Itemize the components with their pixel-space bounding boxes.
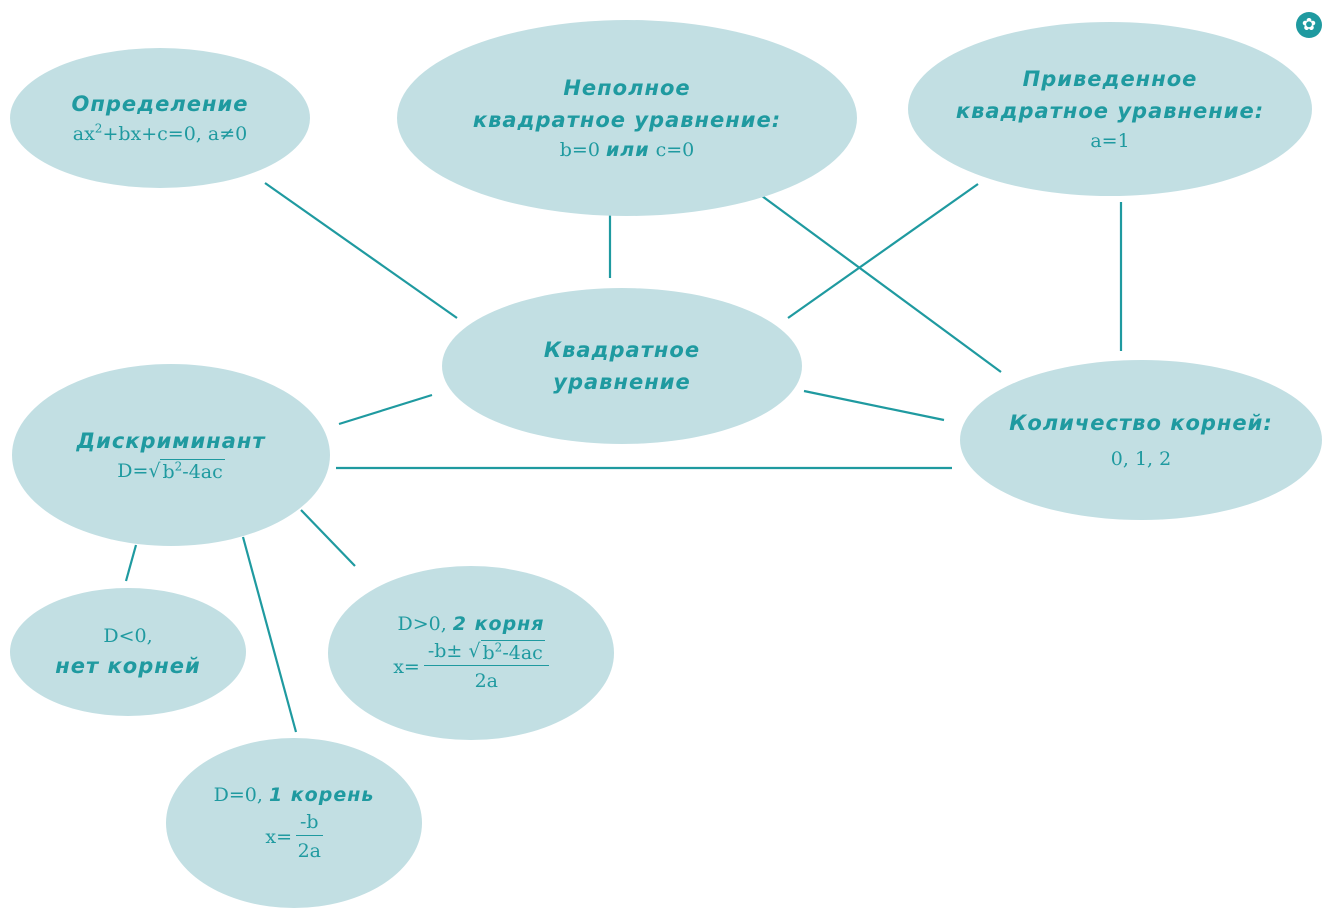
node-definition-title: Определение (71, 92, 249, 116)
node-roots-count: Количество корней: 0, 1, 2 (960, 360, 1322, 520)
node-d-zero-formula: x= -b 2a (265, 809, 323, 866)
node-d-negative-result: нет корней (55, 654, 201, 678)
connector-discriminant-zero (241, 536, 298, 733)
connector-discriminant-negative (124, 544, 138, 582)
node-discriminant-title: Дискриминант (76, 429, 266, 453)
node-incomplete-formula: b=0 или c=0 (559, 139, 695, 161)
node-d-positive: D>0, 2 корня x= -b± √b2-4ac 2a (328, 566, 614, 740)
connector-reduced-center (787, 183, 979, 319)
node-discriminant-formula: D= √b2-4ac (117, 457, 225, 485)
sqrt-sign-icon: √b2-4ac (148, 459, 225, 483)
node-d-negative: D<0, нет корней (10, 588, 246, 716)
node-reduced-title: Приведенное квадратное уравнение: (955, 67, 1265, 123)
node-incomplete-title: Неполное квадратное уравнение: (472, 76, 782, 132)
node-d-zero: D=0, 1 корень x= -b 2a (166, 738, 422, 908)
node-d-zero-cond: D=0, 1 корень (213, 783, 375, 806)
node-d-positive-formula: x= -b± √b2-4ac 2a (393, 638, 549, 696)
node-discriminant: Дискриминант D= √b2-4ac (12, 364, 330, 546)
connector-discriminant-positive (300, 509, 356, 567)
node-center-title: Квадратное уравнение (543, 338, 701, 394)
node-definition-formula: ax2+bx+c=0, a≠0 (72, 121, 248, 145)
connector-definition-center (264, 182, 458, 319)
node-roots-count-title: Количество корней: (1009, 411, 1273, 435)
fraction: -b 2a (296, 810, 323, 862)
node-incomplete: Неполное квадратное уравнение: b=0 или c… (397, 20, 857, 216)
flower-icon[interactable]: ✿ (1296, 12, 1322, 38)
fraction: -b± √b2-4ac 2a (423, 638, 549, 696)
node-d-negative-cond: D<0, (103, 625, 153, 647)
connector-incomplete-roots (761, 195, 1002, 373)
node-center: Квадратное уравнение (442, 288, 802, 444)
node-reduced: Приведенное квадратное уравнение: a=1 (908, 22, 1312, 196)
connector-center-discriminant (338, 393, 433, 426)
connector-center-roots (803, 389, 945, 422)
node-reduced-formula: a=1 (1090, 130, 1130, 152)
node-definition: Определение ax2+bx+c=0, a≠0 (10, 48, 310, 188)
sqrt-sign-icon: √b2-4ac (468, 640, 545, 664)
node-roots-count-values: 0, 1, 2 (1110, 448, 1172, 470)
node-d-positive-cond: D>0, 2 корня (397, 613, 545, 635)
